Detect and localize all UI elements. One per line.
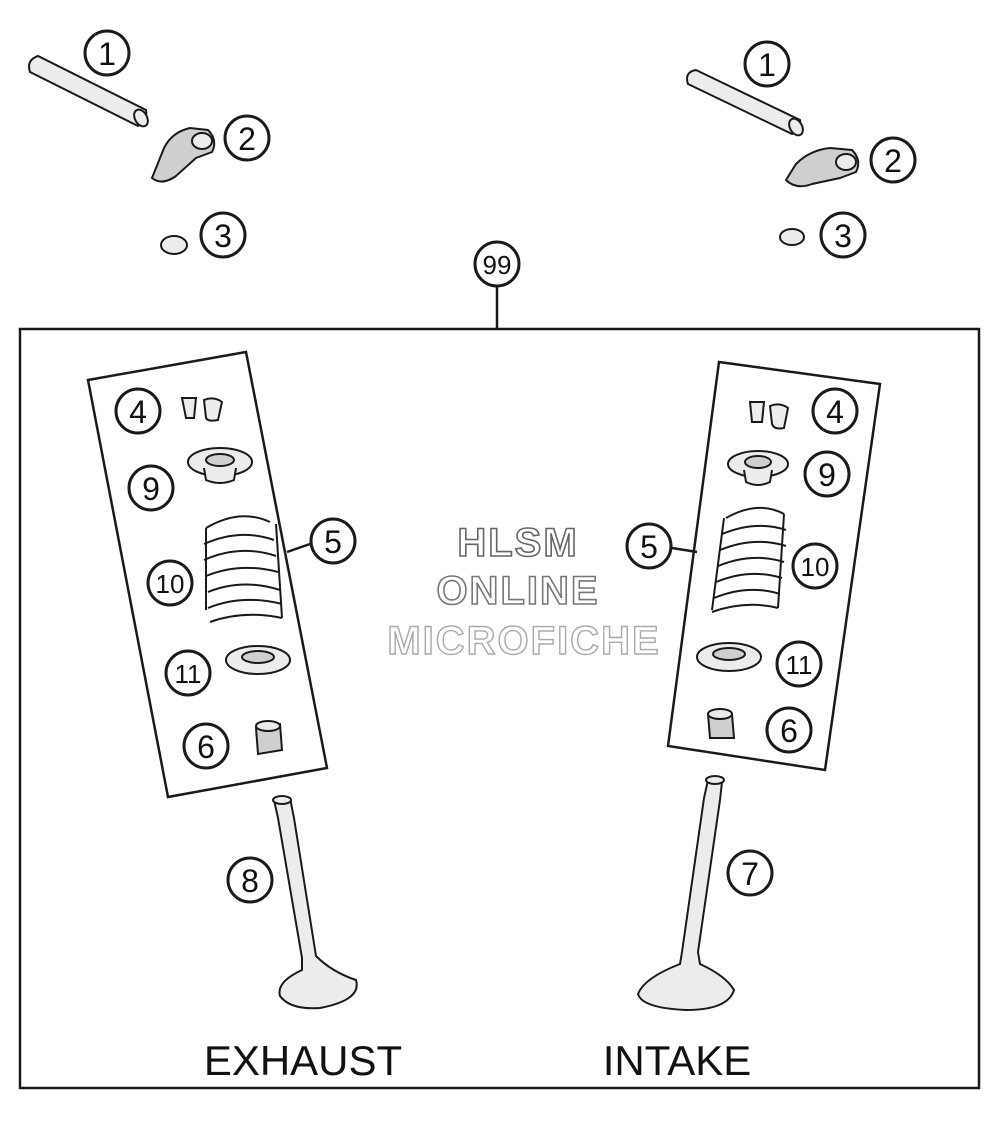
callout-label: 6 [780,713,798,749]
callout-9-intake[interactable]: 9 [803,450,851,498]
intake-spring-seat [696,642,762,672]
intake-kit-box [666,360,882,772]
callout-label: 8 [241,863,259,899]
exhaust-valve-stem-seal [254,720,284,756]
intake-rocker-pad [779,228,805,246]
callout-2-right[interactable]: 2 [869,136,917,184]
callout-2-left[interactable]: 2 [223,114,271,162]
intake-valve [636,775,736,1012]
callout-label: 4 [129,394,147,430]
exhaust-rocker-pad [160,235,188,255]
callout-label: 99 [483,250,512,280]
watermark-line-2: ONLINE [436,569,599,613]
callout-9-exhaust[interactable]: 9 [127,464,175,512]
intake-valve-spring [711,507,787,613]
callout-label: 5 [640,529,658,565]
watermark: HLSM ONLINE MICROFICHE [387,520,660,664]
callout-label: 3 [834,218,852,254]
callout-label: 10 [801,552,830,582]
callout-label: 9 [818,457,836,493]
intake-rocker-arm [784,146,860,188]
intake-spring-retainer [727,450,789,486]
intake-rocker-shaft [686,68,804,137]
assembly-frame [18,286,981,1090]
exhaust-valve [272,795,358,1010]
watermark-line-1: HLSM [457,521,578,565]
callout-label: 7 [741,856,759,892]
callout-11-intake[interactable]: 11 [775,640,823,688]
callout-label: 6 [197,729,215,765]
callout-4-exhaust[interactable]: 4 [114,387,162,435]
intake-valve-keepers [748,401,790,430]
callout-4-intake[interactable]: 4 [811,387,859,435]
callout-6-exhaust[interactable]: 6 [182,722,230,770]
callout-1-right[interactable]: 1 [743,40,791,88]
callout-label: 9 [142,471,160,507]
callout-10-intake[interactable]: 10 [791,542,839,590]
callout-99[interactable]: 99 [473,240,521,288]
callout-1-left[interactable]: 1 [83,29,131,77]
callout-label: 1 [758,47,776,83]
callout-label: 1 [98,36,116,72]
exhaust-spring-retainer [187,447,253,484]
intake-label: INTAKE [603,1037,752,1084]
callout-3-left[interactable]: 3 [199,211,247,259]
callout-10-exhaust[interactable]: 10 [146,559,194,607]
callout-label: 5 [324,524,342,560]
exhaust-valve-keepers [180,397,224,422]
callout-label: 11 [175,659,202,689]
callout-7-intake[interactable]: 7 [726,849,774,897]
exhaust-valve-spring [203,515,283,623]
exhaust-rocker-shaft [28,54,149,128]
callout-11-exhaust[interactable]: 11 [164,649,212,697]
exhaust-label: EXHAUST [204,1037,402,1084]
callout-label: 3 [214,218,232,254]
callout-6-intake[interactable]: 6 [765,706,813,754]
callout-3-right[interactable]: 3 [819,211,867,259]
callout-5-intake[interactable]: 5 [625,522,673,570]
callout-label: 2 [884,143,902,179]
intake-valve-stem-seal [706,708,736,739]
callout-label: 2 [238,121,256,157]
exhaust-rocker-arm [150,126,216,183]
callout-8-exhaust[interactable]: 8 [226,856,274,904]
callout-label: 10 [156,569,185,599]
callout-label: 4 [826,394,844,430]
exhaust-spring-seat [225,645,291,675]
exhaust-kit-box [86,350,329,799]
callout-5-exhaust[interactable]: 5 [309,517,357,565]
callout-label: 11 [786,650,813,680]
watermark-line-3: MICROFICHE [387,619,660,663]
